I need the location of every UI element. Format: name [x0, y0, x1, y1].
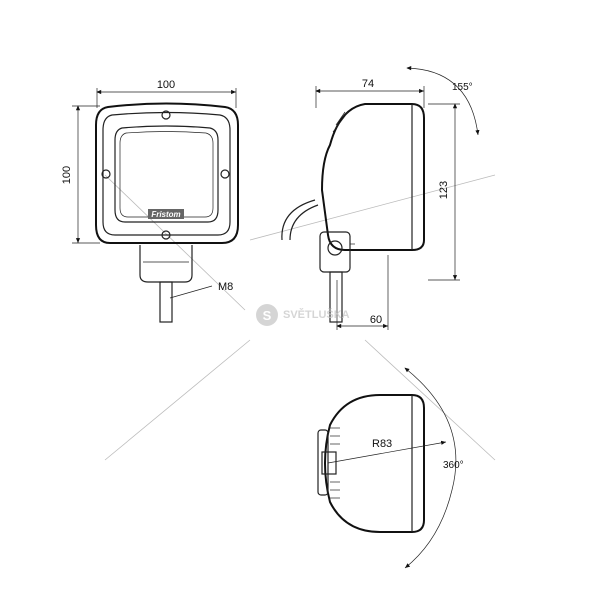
rotation-angle: 360°	[443, 460, 464, 471]
front-view: 100 100 Fristom M8	[61, 79, 239, 323]
side-depth-dim: 74	[362, 78, 374, 90]
side-view: 74 123 60 155°	[281, 66, 480, 330]
front-width-dim: 100	[157, 79, 175, 91]
front-height-dim: 100	[61, 166, 73, 184]
watermark-badge-icon	[256, 304, 278, 326]
watermark-badge: S	[263, 308, 272, 323]
tilt-angle: 155°	[452, 82, 473, 93]
fristom-logo	[148, 209, 184, 219]
top-view: R83 360°	[317, 367, 464, 569]
radius-dim: R83	[372, 438, 392, 450]
logo-text: Fristom	[151, 210, 180, 219]
side-mount-dim: 60	[370, 314, 382, 326]
thread-label: M8	[218, 281, 233, 293]
svetluska-watermark: S SVĚTLUŠKA	[256, 304, 350, 326]
watermark-brand: SVĚTLUŠKA	[283, 308, 350, 321]
fin-marks	[330, 427, 340, 499]
side-height-dim: 123	[438, 181, 450, 199]
